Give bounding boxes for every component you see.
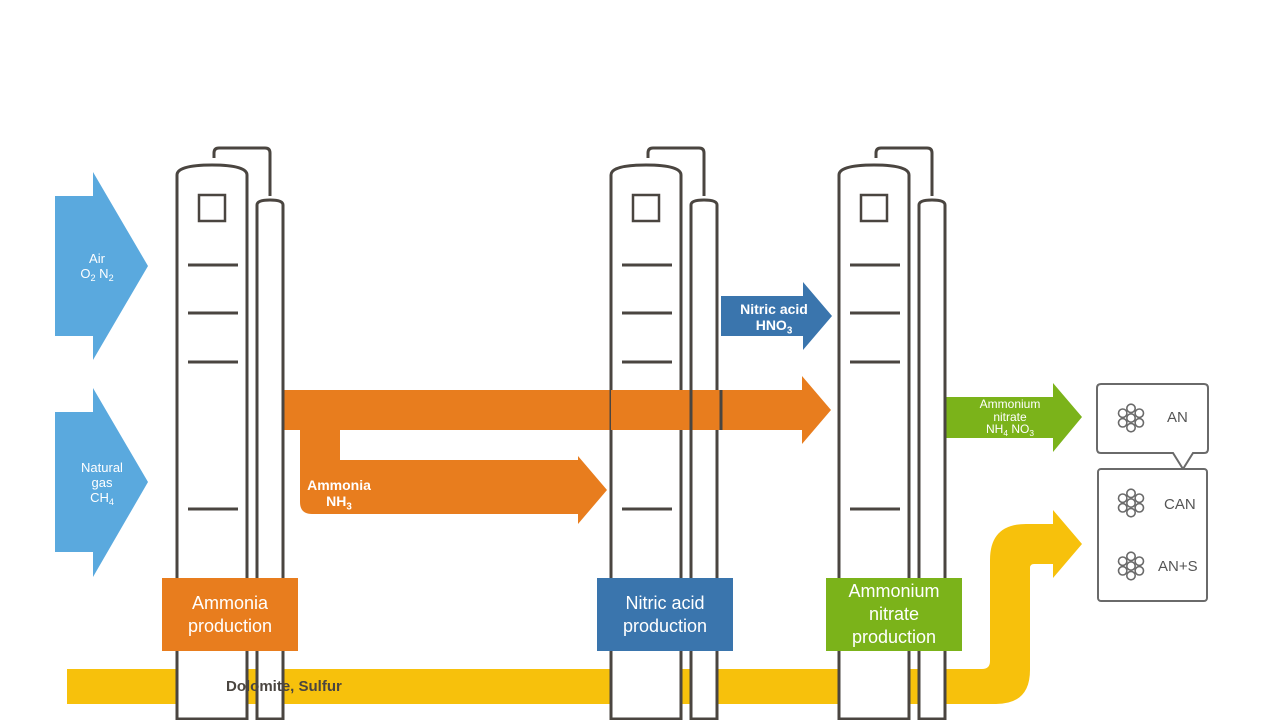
nitric-acid-production-box <box>597 578 733 651</box>
ammonium-nitrate-production-label: Ammonium nitrate production <box>848 581 940 647</box>
can-granule-icon <box>1117 488 1145 518</box>
ammonia-flow-branch <box>300 428 607 524</box>
product-ans-label: AN+S <box>1158 558 1198 575</box>
product-can-ans-box <box>1097 468 1208 602</box>
dolomite-sulfur-flow <box>67 510 1082 704</box>
an-granule-icon <box>1117 403 1145 433</box>
natural-gas-label: Natural gas CH4 <box>81 460 123 508</box>
nitric-acid-production-label: Nitric acid production <box>622 592 708 636</box>
ammonium-nitrate-flow <box>946 383 1082 452</box>
air-input-arrow <box>55 172 148 360</box>
ammonia-flow-label: Ammonia NH3 <box>307 477 371 513</box>
natural-gas-input-arrow <box>55 388 148 577</box>
ans-granule-icon <box>1117 551 1145 581</box>
ammonia-production-box <box>162 578 298 651</box>
product-an-box <box>1096 383 1209 471</box>
ammonia-flow-main <box>280 376 831 444</box>
dolomite-sulfur-label: Dolomite, Sulfur <box>226 678 342 695</box>
product-can-label: CAN <box>1164 496 1196 513</box>
product-an-label: AN <box>1167 409 1188 426</box>
nitric-acid-flow <box>721 282 832 350</box>
nitric-acid-flow-label: Nitric acid HNO3 <box>740 301 808 337</box>
ammonia-flow-overlap <box>611 390 721 430</box>
ammonia-production-label: Ammonia production <box>187 592 273 636</box>
air-label: Air O2 N2 <box>80 251 114 284</box>
ammonium-nitrate-flow-label: Ammonium nitrate NH4 NO3 <box>979 397 1041 439</box>
ammonium-nitrate-production-box <box>826 578 962 651</box>
